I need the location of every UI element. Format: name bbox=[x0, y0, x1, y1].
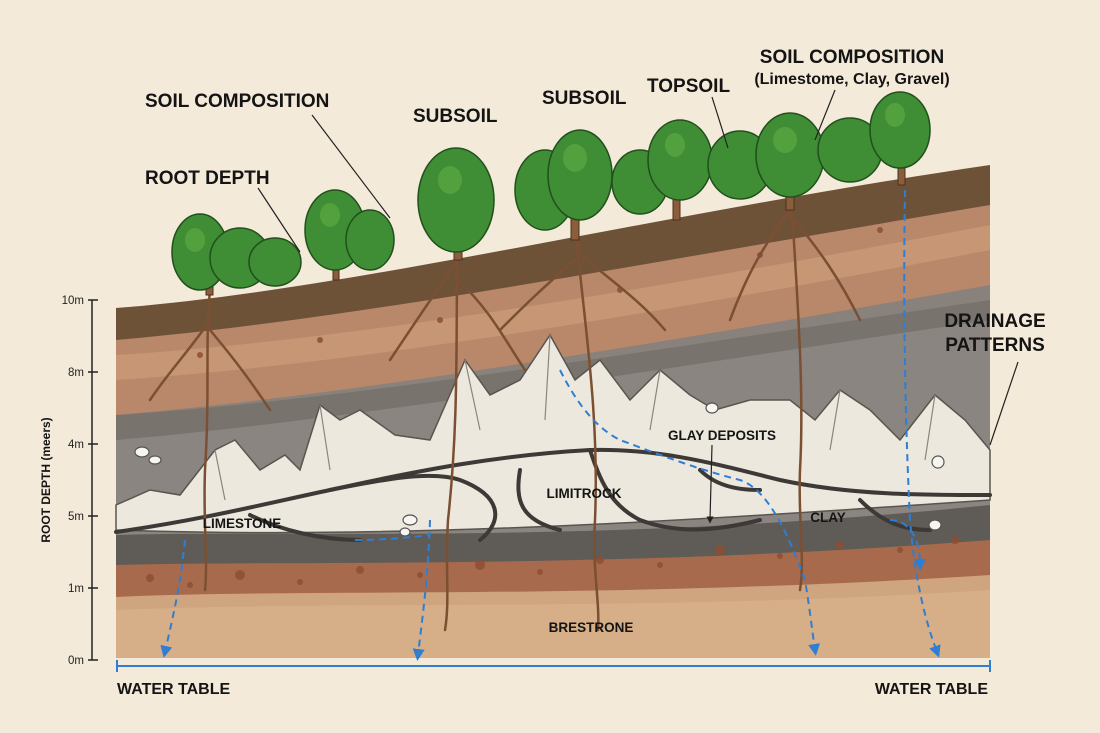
leader-lines bbox=[257, 89, 1019, 524]
axis-tick: 4m bbox=[68, 439, 84, 451]
axis-title: ROOT DEPTH (meers) bbox=[39, 417, 53, 542]
soil-composition-label: SOIL COMPOSITION bbox=[145, 91, 329, 112]
glay-deposits-label: GLAY DEPOSITS bbox=[668, 428, 776, 443]
subsoil-layer-light bbox=[116, 225, 990, 380]
limitrock-label: LIMITROCK bbox=[547, 486, 622, 501]
sand-layer-light bbox=[116, 590, 990, 658]
root-icon bbox=[148, 173, 862, 632]
topsoil-layer bbox=[116, 165, 990, 340]
depth-axis bbox=[88, 299, 98, 661]
brestrone-label: BRESTRONE bbox=[549, 620, 634, 635]
water-table-line bbox=[116, 660, 991, 672]
clay-label: CLAY bbox=[810, 510, 846, 525]
axis-tick: 10m bbox=[62, 295, 84, 307]
axis-tick: 5m bbox=[68, 511, 84, 523]
water-arrow-icon bbox=[903, 189, 941, 658]
water-table-label-right: WATER TABLE bbox=[875, 681, 989, 698]
water-arrow-icon bbox=[160, 539, 186, 658]
water-arrow-icon bbox=[412, 519, 431, 661]
water-arrow-icon bbox=[559, 369, 821, 656]
gravel-pebbles bbox=[146, 227, 959, 588]
subsoil-label: SUBSOIL bbox=[413, 106, 498, 127]
limestone-label: LIMESTONE bbox=[203, 516, 282, 531]
axis-tick: 8m bbox=[68, 367, 84, 379]
root-depth-label: ROOT DEPTH bbox=[145, 168, 270, 189]
fossil-icon bbox=[134, 402, 945, 537]
water-table-label-left: WATER TABLE bbox=[117, 681, 231, 698]
tree-icon bbox=[171, 91, 931, 291]
axis-tick: 0m bbox=[68, 655, 84, 667]
soil-composition-label-right: SOIL COMPOSITION bbox=[760, 47, 944, 68]
trees bbox=[148, 91, 931, 632]
drainage-patterns-label: PATTERNS bbox=[945, 335, 1045, 356]
axis-tick: 1m bbox=[68, 583, 84, 595]
drainage-patterns-label: DRAINAGE bbox=[944, 311, 1045, 332]
limestone-formation bbox=[115, 333, 991, 534]
drainage-paths bbox=[160, 189, 941, 661]
topsoil-label: TOPSOIL bbox=[647, 76, 730, 97]
soil-composition-detail: (Limestome, Clay, Gravel) bbox=[754, 71, 949, 88]
subsoil-label: SUBSOIL bbox=[542, 88, 627, 109]
rock-crack-network bbox=[114, 447, 992, 542]
